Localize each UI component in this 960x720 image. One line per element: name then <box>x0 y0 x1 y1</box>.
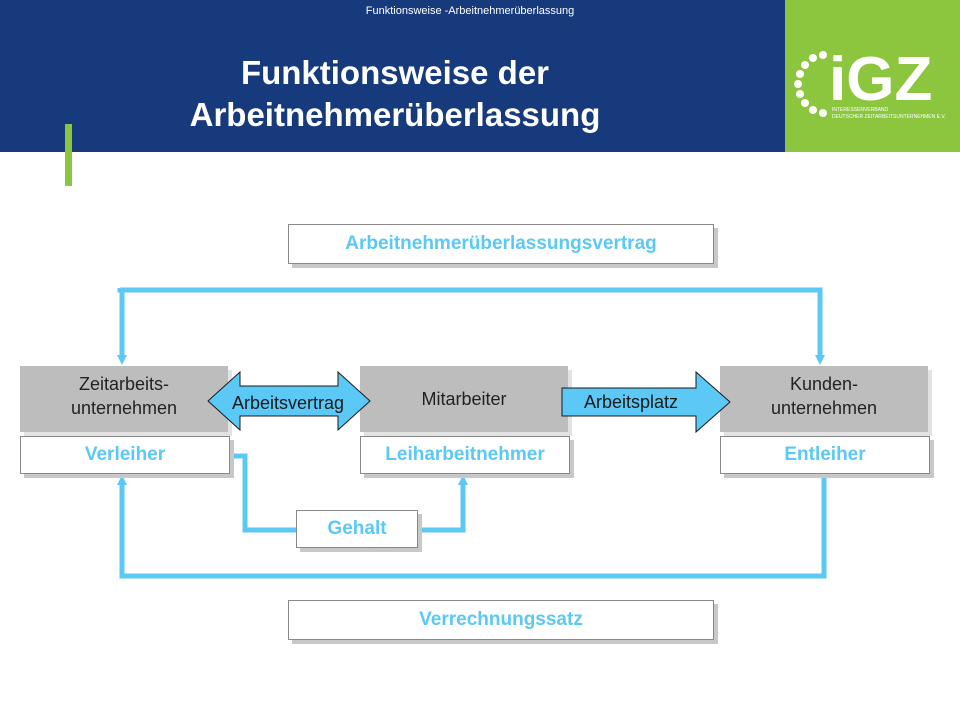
title-line-2: Arbeitnehmerüberlassung <box>189 96 601 133</box>
salary-line-right <box>418 475 468 533</box>
party-label-line2: unternehmen <box>70 398 178 418</box>
party-box-employee: Mitarbeiter <box>360 366 568 432</box>
role-box-lender: Verleiher <box>20 436 230 474</box>
party-box-client: Kunden- unternehmen <box>720 366 928 432</box>
party-box-staffing-agency: Zeitarbeits- unternehmen <box>20 366 228 432</box>
salary-box: Gehalt <box>296 510 418 548</box>
top-contract-line <box>117 287 825 365</box>
igz-logo: iGZ INTERESSENVERBAND DEUTSCHER ZEITARBE… <box>785 0 960 152</box>
header-caption: Funktionsweise -Arbeitnehmerüberlassung <box>365 5 575 17</box>
logo-text: iGZ <box>829 45 932 114</box>
billing-rate-box: Verrechnungssatz <box>288 600 714 640</box>
contract-box: Arbeitnehmerüberlassungsvertrag <box>288 224 714 264</box>
party-label-line1: Mitarbeiter <box>421 389 507 409</box>
accent-bar <box>65 124 72 186</box>
role-box-borrower: Entleiher <box>720 436 930 474</box>
role-box-temp-worker: Leiharbeitnehmer <box>360 436 570 474</box>
logo-subtitle-1: INTERESSENVERBAND <box>832 107 889 113</box>
double-arrow-shape <box>207 370 371 432</box>
right-arrow-shape <box>561 370 731 434</box>
party-label-line2: unternehmen <box>770 398 878 418</box>
arrow-label-employment-contract: Arbeitsvertrag <box>231 393 345 413</box>
page-title: Funktionsweise der Arbeitnehmerüberlassu… <box>100 52 690 136</box>
igz-logo-graphic: iGZ INTERESSENVERBAND DEUTSCHER ZEITARBE… <box>794 45 946 120</box>
title-line-1: Funktionsweise der <box>240 54 550 91</box>
billing-line <box>117 474 827 579</box>
arrow-label-workplace: Arbeitsplatz <box>583 392 679 412</box>
salary-line-left <box>230 453 296 533</box>
party-label-line1: Kunden- <box>789 374 859 394</box>
party-label-line1: Zeitarbeits- <box>78 374 170 394</box>
header-banner: Funktionsweise -Arbeitnehmerüberlassung … <box>0 0 960 152</box>
logo-subtitle-2: DEUTSCHER ZEITARBEITSUNTERNEHMEN E.V. <box>832 114 946 120</box>
